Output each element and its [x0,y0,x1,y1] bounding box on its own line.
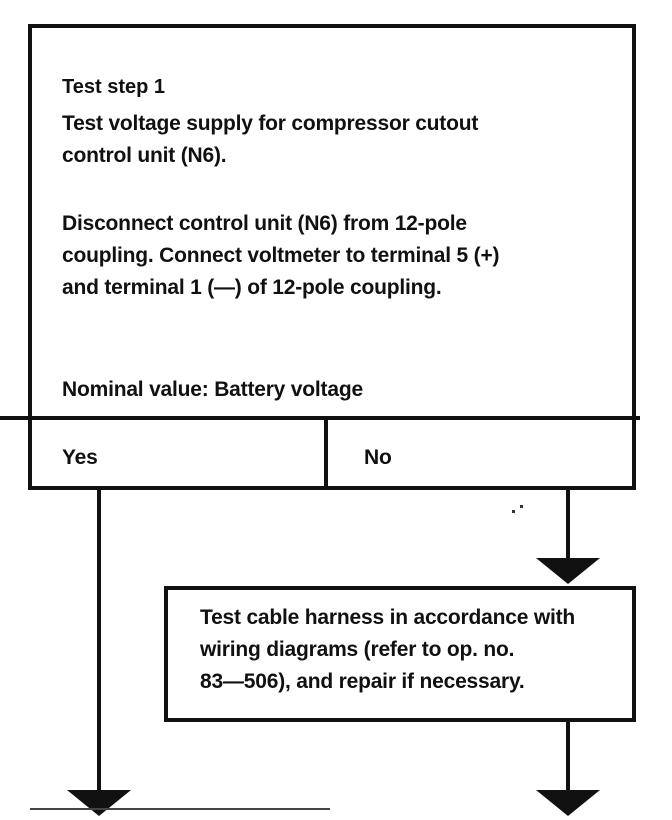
nominal-value: Nominal value: Battery voltage [62,378,363,401]
repair-action-line-2: wiring diagrams (refer to op. no. [200,638,515,661]
test-instructions: Disconnect control unit (N6) from 12-pol… [62,208,602,304]
repair-action-text: Test cable harness in accordance with wi… [200,602,630,698]
repair-action-line-3: 83—506), and repair if necessary. [200,670,525,693]
yes-arrow-icon [67,790,131,816]
answer-no: No [364,446,392,469]
repair-action-box [164,586,636,722]
test-step-box [28,24,636,490]
test-instructions-line-3: and terminal 1 (—) of 12-pole coupling. [62,276,442,299]
test-instructions-line-1: Disconnect control unit (N6) from 12-pol… [62,212,467,235]
test-description-line-1: Test voltage supply for compressor cutou… [62,112,479,135]
test-description: Test voltage supply for compressor cutou… [62,108,602,172]
no-arrow-icon [536,558,600,584]
repair-flow-line [566,722,570,790]
yes-flow-line [97,490,101,790]
scan-speck [520,505,523,508]
test-step-title: Test step 1 [62,76,165,98]
no-flow-line [566,490,570,558]
repair-action-line-1: Test cable harness in accordance with [200,606,576,629]
test-instructions-line-2: coupling. Connect voltmeter to terminal … [62,244,500,267]
test-description-line-2: control unit (N6). [62,144,227,167]
answer-divider-vertical [324,420,328,488]
answer-divider-horizontal [0,416,640,420]
scan-artifact-line [30,808,330,810]
answer-yes: Yes [62,446,98,469]
scan-speck [512,510,515,513]
repair-arrow-icon [536,790,600,816]
